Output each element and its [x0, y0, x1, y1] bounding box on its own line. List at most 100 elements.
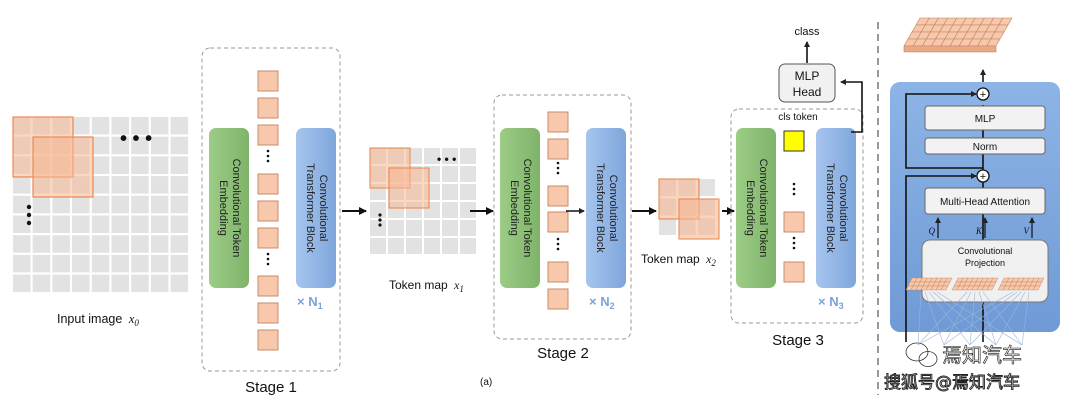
grid-cell [442, 148, 458, 164]
grid-cell [52, 195, 70, 214]
grid-cell [91, 176, 110, 194]
grid-cell [111, 156, 129, 174]
input-image-grid [13, 117, 189, 293]
stage-1-title: Stage 1 [245, 379, 297, 396]
grid-cell [406, 220, 422, 236]
multi-head-attention-box [924, 187, 1046, 215]
stage-3-repeat: × N3 [818, 294, 844, 311]
stage-3-box [730, 108, 864, 324]
grid-cell [460, 238, 476, 254]
norm-box [924, 137, 1046, 155]
watermark-source: 搜狐号@焉知汽车 [884, 373, 1020, 393]
grid-cell [111, 117, 129, 135]
output-token-map-3d [903, 17, 1013, 53]
grid-cell [698, 179, 715, 196]
residual-connection-2 [905, 91, 983, 169]
add-node-2 [976, 87, 990, 101]
grid-cell [32, 215, 51, 233]
grid-cell [170, 156, 189, 174]
projection-line [928, 291, 971, 346]
grid-cell [150, 215, 169, 233]
token-ellipsis-dot [556, 171, 560, 175]
map1-v-ellipsis [378, 213, 382, 227]
grid-cell [442, 202, 458, 218]
grid-cell [424, 238, 440, 254]
stage-3-title: Stage 3 [772, 332, 824, 349]
grid-h-ellipsis: • • • [120, 128, 152, 150]
projection-line [936, 291, 1023, 346]
stage-2-box [493, 94, 632, 340]
stage-1-tokens [257, 70, 279, 351]
convolutional-projection-line1: Convolutional [958, 246, 1013, 256]
projection-line [978, 291, 997, 346]
cls-token-label: cls token [778, 112, 817, 123]
grid-cell [91, 254, 110, 273]
grid-cell [460, 166, 476, 182]
grid-cell [52, 235, 70, 253]
projection-map-cell [940, 285, 949, 291]
grid-cell [442, 238, 458, 254]
grid-cell [388, 220, 404, 236]
token [547, 185, 569, 207]
grid-cell [406, 238, 422, 254]
stage-1-embedding [209, 128, 249, 288]
projection-token-maps [905, 277, 1045, 291]
token [257, 329, 279, 351]
grid-cell [111, 274, 129, 293]
projection-line [943, 291, 1018, 346]
grid-cell [13, 235, 31, 253]
grid-cell [13, 254, 31, 273]
token [257, 275, 279, 297]
grid-cell [131, 156, 149, 174]
grid-cell [13, 274, 31, 293]
grid-cell [150, 176, 169, 194]
mlp-box-label: MLP [975, 114, 996, 125]
wechat-logo [905, 342, 938, 368]
projection-line [969, 291, 976, 346]
grid-cell [111, 235, 129, 253]
projection-lines [917, 291, 1030, 346]
grid-cell [150, 195, 169, 214]
grid-cell [170, 274, 189, 293]
grid-cell [131, 274, 149, 293]
grid-cell [13, 215, 31, 233]
stage-2-embedding [500, 128, 540, 288]
convolutional-projection-line2: Projection [965, 258, 1005, 268]
stage-3-block-label: ConvolutionalTransformer Block [824, 163, 849, 253]
mlp-head-line1: MLP [795, 69, 820, 83]
grid-cell [370, 238, 386, 254]
stage-2-block-label: ConvolutionalTransformer Block [594, 163, 619, 253]
grid-cell [32, 274, 51, 293]
token [257, 97, 279, 119]
grid-cell [91, 156, 110, 174]
q-label: Q [929, 226, 936, 236]
grid-cell [460, 184, 476, 200]
grid-cell [131, 176, 149, 194]
token-ellipsis-dot [266, 257, 270, 261]
grid-cell [131, 215, 149, 233]
token [257, 200, 279, 222]
grid-cell [424, 220, 440, 236]
token-ellipsis-dot [556, 247, 560, 251]
token-ellipsis-dot [556, 237, 560, 241]
token-map-2-patches [658, 178, 720, 240]
projection-line [924, 291, 945, 346]
k-label: K [975, 226, 983, 236]
grid-cell [460, 220, 476, 236]
grid-cell [32, 235, 51, 253]
projection-line [917, 291, 968, 346]
grid-cell [150, 136, 169, 155]
token-ellipsis-dot [556, 161, 560, 165]
arrow-block-to-head [840, 79, 863, 133]
input-image-patches [12, 116, 94, 198]
grid-cell [388, 238, 404, 254]
grid-cell [111, 215, 129, 233]
grid-cell [424, 148, 440, 164]
grid-cell [72, 195, 90, 214]
token [257, 227, 279, 249]
token-ellipsis-dot [792, 246, 796, 250]
mlp-head-line2: Head [793, 85, 822, 99]
grid-cell [13, 176, 31, 194]
add-node-1 [976, 169, 990, 183]
multi-head-attention-label: Multi-Head Attention [940, 197, 1030, 208]
